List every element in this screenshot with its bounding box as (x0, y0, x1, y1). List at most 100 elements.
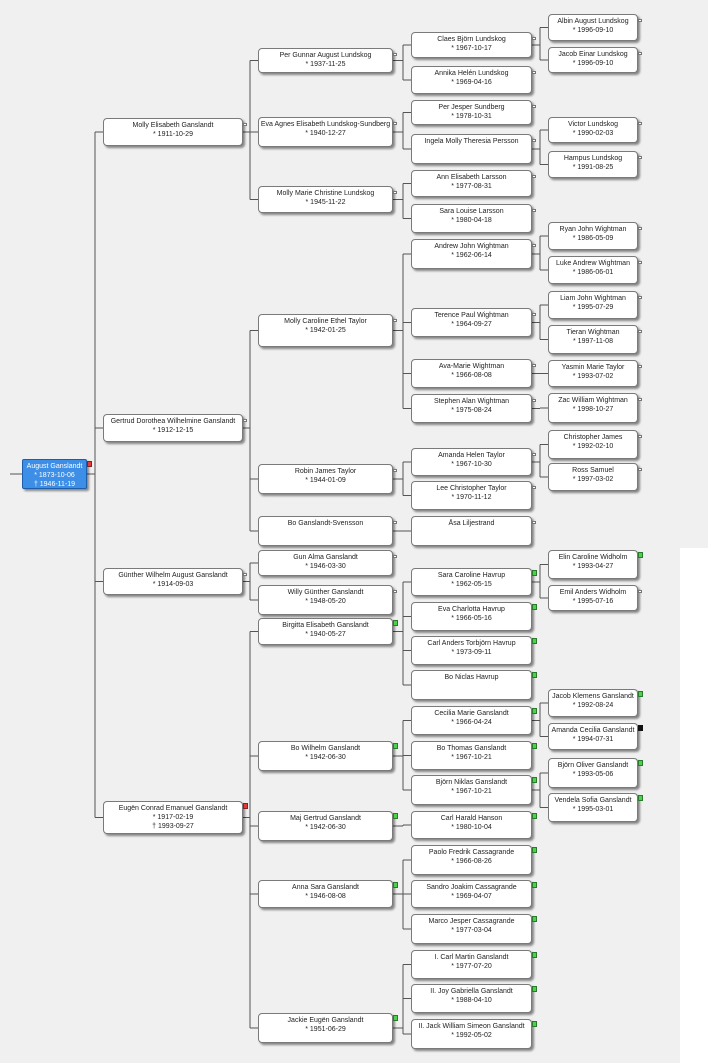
expand-flag-icon[interactable] (638, 261, 642, 264)
person-node-robin-james[interactable]: Robin James Taylor* 1944-01-09 (258, 464, 393, 494)
person-node-sara-caroline[interactable]: Sara Caroline Havrup* 1962-05-15 (411, 568, 532, 596)
expand-flag-icon[interactable] (532, 364, 536, 367)
expand-flag-icon[interactable] (638, 365, 642, 368)
person-node-luke-andrew[interactable]: Luke Andrew Wightman* 1986-06-01 (548, 256, 638, 284)
expand-flag-icon[interactable] (532, 244, 536, 247)
green-status-icon[interactable] (532, 672, 537, 678)
green-status-icon[interactable] (393, 882, 398, 888)
person-node-christopher-james[interactable]: Christopher James* 1992-02-10 (548, 430, 638, 459)
person-node-willy-gunther[interactable]: Willy Günther Ganslandt* 1948-05-20 (258, 585, 393, 615)
green-status-icon[interactable] (638, 760, 643, 766)
person-node-annika-helen[interactable]: Annika Helén Lundskog* 1969-04-16 (411, 66, 532, 94)
expand-flag-icon[interactable] (638, 156, 642, 159)
green-status-icon[interactable] (532, 882, 537, 888)
green-status-icon[interactable] (532, 986, 537, 992)
person-node-molly-caroline[interactable]: Molly Caroline Ethel Taylor* 1942-01-25 (258, 314, 393, 347)
person-node-maj-gertrud[interactable]: Maj Gertrud Ganslandt* 1942-06-30 (258, 811, 393, 841)
expand-flag-icon[interactable] (393, 53, 397, 56)
green-status-icon[interactable] (532, 570, 537, 576)
person-node-carl-martin[interactable]: I. Carl Martin Ganslandt* 1977-07-20 (411, 950, 532, 979)
person-node-ingela-molly[interactable]: Ingela Molly Theresia Persson (411, 134, 532, 164)
expand-flag-icon[interactable] (638, 19, 642, 22)
person-node-yasmin-marie[interactable]: Yasmin Marie Taylor* 1993-07-02 (548, 360, 638, 387)
person-node-jacob-klemens[interactable]: Jacob Klemens Ganslandt* 1992-08-24 (548, 689, 638, 717)
expand-flag-icon[interactable] (393, 191, 397, 194)
green-status-icon[interactable] (393, 1015, 398, 1021)
green-status-icon[interactable] (532, 638, 537, 644)
expand-flag-icon[interactable] (638, 590, 642, 593)
expand-flag-icon[interactable] (638, 435, 642, 438)
expand-flag-icon[interactable] (393, 319, 397, 322)
expand-flag-icon[interactable] (393, 469, 397, 472)
person-node-bo-wilhelm[interactable]: Bo Wilhelm Ganslandt* 1942-06-30 (258, 741, 393, 771)
green-status-icon[interactable] (532, 777, 537, 783)
green-status-icon[interactable] (532, 916, 537, 922)
green-status-icon[interactable] (393, 620, 398, 626)
person-node-paolo-fredrik[interactable]: Paolo Fredrik Cassagrande* 1966-08-26 (411, 845, 532, 875)
expand-flag-icon[interactable] (532, 175, 536, 178)
person-node-sandro-joakim[interactable]: Sandro Joakim Cassagrande* 1969-04-07 (411, 880, 532, 908)
person-node-lee-christopher[interactable]: Lee Christopher Taylor* 1970-11-12 (411, 481, 532, 510)
person-node-bo-niclas[interactable]: Bo Niclas Havrup (411, 670, 532, 700)
person-node-terence-paul[interactable]: Terence Paul Wightman* 1964-09-27 (411, 308, 532, 337)
green-status-icon[interactable] (393, 743, 398, 749)
expand-flag-icon[interactable] (532, 139, 536, 142)
person-node-marco-jesper[interactable]: Marco Jesper Cassagrande* 1977-03-04 (411, 914, 532, 944)
expand-flag-icon[interactable] (243, 419, 247, 422)
expand-flag-icon[interactable] (393, 590, 397, 593)
person-node-amanda-helen[interactable]: Amanda Helen Taylor* 1967-10-30 (411, 448, 532, 476)
expand-flag-icon[interactable] (638, 296, 642, 299)
expand-flag-icon[interactable] (243, 123, 247, 126)
person-node-ryan-john[interactable]: Ryan John Wightman* 1986-05-09 (548, 222, 638, 250)
expand-flag-icon[interactable] (532, 486, 536, 489)
green-status-icon[interactable] (532, 952, 537, 958)
expand-flag-icon[interactable] (532, 71, 536, 74)
person-node-stephen-alan[interactable]: Stephen Alan Wightman* 1975-08-24 (411, 394, 532, 423)
person-node-victor[interactable]: Victor Lundskog* 1990-02-03 (548, 117, 638, 143)
person-node-bjorn-oliver[interactable]: Björn Oliver Ganslandt* 1993-05-06 (548, 758, 638, 788)
person-node-carl-harald[interactable]: Carl Harald Hanson* 1980-10-04 (411, 811, 532, 839)
person-node-gunther-wilhelm[interactable]: Günther Wilhelm August Ganslandt* 1914-0… (103, 568, 243, 595)
red-status-icon[interactable] (87, 461, 92, 467)
green-status-icon[interactable] (638, 552, 643, 558)
person-node-ann-elisabeth[interactable]: Ann Elisabeth Larsson* 1977-08-31 (411, 170, 532, 197)
person-node-hampus[interactable]: Hampus Lundskog* 1991-08-25 (548, 151, 638, 178)
green-status-icon[interactable] (532, 1021, 537, 1027)
person-node-andrew-john[interactable]: Andrew John Wightman* 1962-06-14 (411, 239, 532, 269)
person-node-jack-william[interactable]: II. Jack William Simeon Ganslandt* 1992-… (411, 1019, 532, 1049)
expand-flag-icon[interactable] (638, 52, 642, 55)
person-node-claes-bjorn[interactable]: Claes Björn Lundskog* 1967-10-17 (411, 32, 532, 58)
person-node-molly-marie[interactable]: Molly Marie Christine Lundskog* 1945-11-… (258, 186, 393, 213)
expand-flag-icon[interactable] (393, 122, 397, 125)
person-node-anna-sara[interactable]: Anna Sara Ganslandt* 1946-08-08 (258, 880, 393, 908)
expand-flag-icon[interactable] (532, 37, 536, 40)
green-status-icon[interactable] (532, 708, 537, 714)
expand-flag-icon[interactable] (532, 399, 536, 402)
person-node-sara-louise[interactable]: Sara Louise Larsson* 1980-04-18 (411, 204, 532, 233)
person-node-jackie-eugen[interactable]: Jackie Eugën Ganslandt* 1951-06-29 (258, 1013, 393, 1043)
expand-flag-icon[interactable] (532, 313, 536, 316)
person-node-jacob-einar[interactable]: Jacob Einar Lundskog* 1996-09-10 (548, 47, 638, 73)
person-node-gun-alma[interactable]: Gun Alma Ganslandt* 1946-03-30 (258, 550, 393, 576)
person-node-bo-thomas[interactable]: Bo Thomas Ganslandt* 1967-10-21 (411, 741, 532, 770)
green-status-icon[interactable] (532, 743, 537, 749)
person-node-albin-august[interactable]: Albin August Lundskog* 1996-09-10 (548, 14, 638, 41)
person-node-cecilia-marie[interactable]: Cecilia Marie Ganslandt* 1966-04-24 (411, 706, 532, 735)
green-status-icon[interactable] (532, 604, 537, 610)
black-status-icon[interactable] (638, 725, 643, 731)
person-node-liam-john[interactable]: Liam John Wightman* 1995-07-29 (548, 291, 638, 319)
expand-flag-icon[interactable] (638, 122, 642, 125)
person-node-tieran[interactable]: Tieran Wightman* 1997-11-08 (548, 325, 638, 354)
person-node-per-jesper[interactable]: Per Jesper Sundberg* 1978-10-31 (411, 100, 532, 125)
expand-flag-icon[interactable] (532, 105, 536, 108)
person-node-vendela-sofia[interactable]: Vendela Sofia Ganslandt* 1995-03-01 (548, 793, 638, 822)
person-node-amanda-cecilia[interactable]: Amanda Cecilia Ganslandt* 1994-07-31 (548, 723, 638, 750)
person-node-elin-caroline[interactable]: Elin Caroline Widholm* 1993-04-27 (548, 550, 638, 579)
person-node-eva-charlotta[interactable]: Eva Charlotta Havrup* 1966-05-16 (411, 602, 532, 631)
person-node-molly-elisabeth[interactable]: Molly Elisabeth Ganslandt* 1911-10-29 (103, 118, 243, 146)
green-status-icon[interactable] (532, 847, 537, 853)
person-node-gertrud-dorothea[interactable]: Gertrud Dorothea Wilhelmine Ganslandt* 1… (103, 414, 243, 442)
red-status-icon[interactable] (243, 803, 248, 809)
person-node-bo-ganslandt-svensson[interactable]: Bo Ganslandt-Svensson (258, 516, 393, 546)
expand-flag-icon[interactable] (638, 468, 642, 471)
